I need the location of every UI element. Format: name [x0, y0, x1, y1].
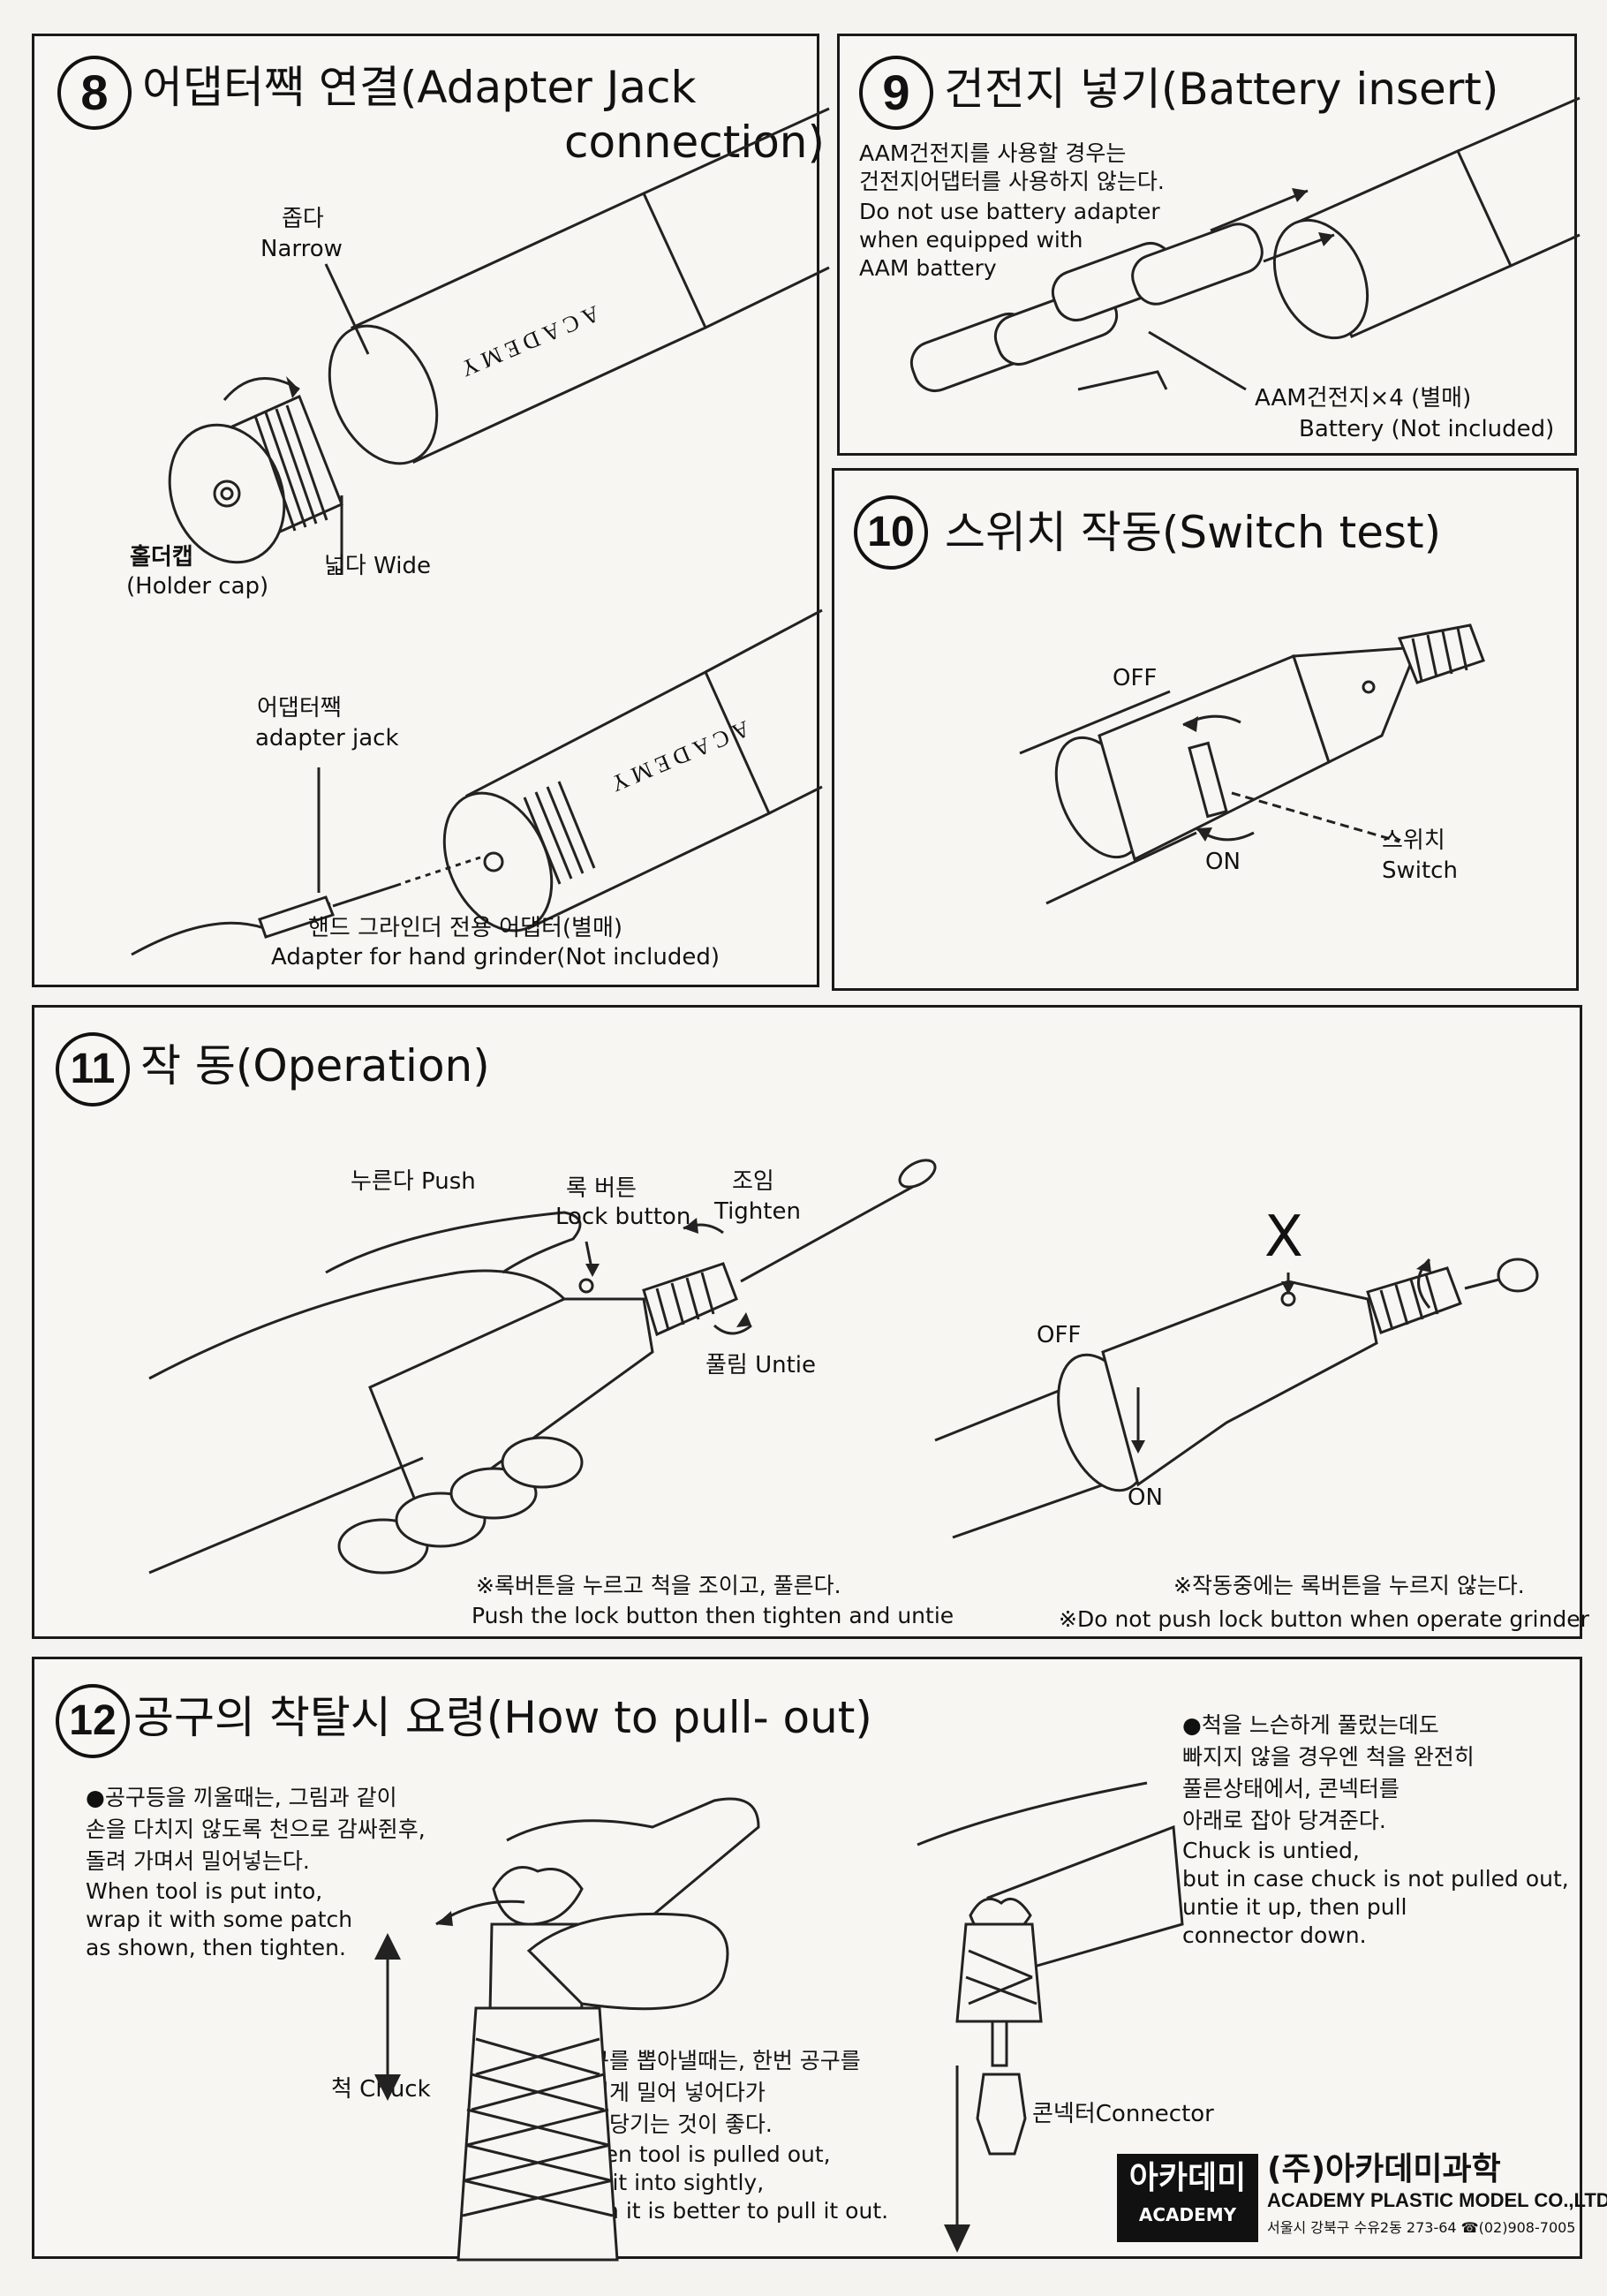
step-number: 9 [859, 56, 933, 130]
right-text-ko-4: 아래로 잡아 당겨준다. [1182, 1808, 1386, 1833]
label-untie: 풀림 Untie [705, 1352, 817, 1378]
academy-logo: 아카데미 ACADEMY [1117, 2154, 1258, 2242]
label-tighten-en: Tighten [714, 1198, 801, 1225]
label-holder-en: (Holder cap) [126, 573, 269, 600]
panel-title-line2: connection) [564, 117, 825, 168]
label-lock-en: Lock button [555, 1204, 691, 1230]
label-push: 누른다 Push [351, 1168, 476, 1195]
step-number: 10 [854, 495, 928, 570]
logo-ko: 아카데미 [1128, 2160, 1247, 2196]
company-address: 서울시 강북구 수유2동 273-64 ☎(02)908-7005 [1267, 2219, 1576, 2236]
logo-en: ACADEMY [1138, 2204, 1237, 2225]
label-x: X [1264, 1205, 1303, 1270]
right-text-en-3: untie it up, then pull [1182, 1894, 1407, 1920]
note-ko-2: 건전지어댑터를 사용하지 않는다. [859, 169, 1165, 194]
panel-battery-insert: 9 건전지 넣기(Battery insert) AAM건전지를 사용할 경우는… [837, 34, 1581, 456]
note-en-1: Do not use battery adapter [859, 199, 1160, 224]
panel-title: 공구의 착탈시 요령(How to pull- out) [133, 1692, 872, 1743]
right-text-en-1: Chuck is untied, [1182, 1838, 1360, 1863]
label-off: OFF [1113, 665, 1158, 691]
panel-operation: 11 작 동(Operation) [32, 1005, 1589, 1639]
panel-title: 건전지 넣기(Battery insert) [944, 64, 1499, 115]
label-on: ON [1205, 849, 1241, 875]
step-number: 8 [57, 56, 132, 130]
label-jack-en: adapter jack [255, 725, 399, 751]
operation-illustration [148, 1159, 1539, 1575]
label-adapter-ko: 핸드 그라인더 전용 어댑터(별매) [308, 915, 623, 941]
switch-illustration [1019, 623, 1485, 905]
label-wide: 넓다 Wide [324, 553, 431, 579]
adapter-jack-illustration [131, 107, 830, 956]
right-text-ko-1: ●척을 느슨하게 풀렀는데도 [1182, 1712, 1439, 1738]
label-adapter-en: Adapter for hand grinder(Not included) [271, 944, 720, 971]
label-tighten-ko: 조임 [732, 1168, 774, 1195]
panel-title: 스위치 작동(Switch test) [945, 507, 1442, 558]
left-text-en-3: as shown, then tighten. [86, 1935, 346, 1960]
right-text-ko-2: 빠지지 않을 경우엔 척을 완전히 [1182, 1744, 1475, 1770]
panel-switch-test: 10 스위치 작동(Switch test) OFF ON 스위치 Switch [832, 468, 1579, 991]
caption-left-en: Push the lock button then tighten and un… [472, 1603, 954, 1628]
label-switch-ko: 스위치 [1382, 827, 1445, 854]
caption-right-ko: ※작동중에는 록버튼을 누르지 않는다. [1173, 1573, 1525, 1598]
caption-right-en: ※Do not push lock button when operate gr… [1059, 1606, 1589, 1632]
note-ko-1: AAM건전지를 사용할 경우는 [859, 140, 1127, 166]
label-on: ON [1128, 1484, 1163, 1511]
left-text-ko-1: ●공구등을 끼울때는, 그림과 같이 [86, 1785, 397, 1810]
right-text-en-2: but in case chuck is not pulled out, [1182, 1866, 1569, 1892]
panel-pull-out: 12 공구의 착탈시 요령(How to pull- out) ●공구등을 끼울… [32, 1657, 1607, 2262]
label-off: OFF [1037, 1322, 1082, 1348]
label-holder-ko: 홀더캡 [130, 544, 193, 570]
mid-text-en-3: then it is better to pull it out. [569, 2198, 889, 2224]
label-battery-en: Battery (Not included) [1299, 416, 1555, 442]
label-connector: 콘넥터Connector [1032, 2101, 1214, 2127]
right-text-en-4: connector down. [1182, 1922, 1367, 1948]
step-number: 11 [56, 1032, 130, 1106]
company-name-ko: (주)아카데미과학 [1267, 2151, 1501, 2187]
left-text-en-2: wrap it with some patch [86, 1907, 353, 1932]
left-text-en-1: When tool is put into, [86, 1878, 323, 1904]
note-en-2: when equipped with [859, 227, 1083, 253]
label-narrow-en: Narrow [260, 236, 343, 262]
battery-illustration [909, 96, 1581, 392]
caption-left-ko: ※록버튼을 누르고 척을 조이고, 풀른다. [476, 1573, 841, 1598]
company-name-en: ACADEMY PLASTIC MODEL CO.,LTD. [1267, 2189, 1607, 2211]
left-text-ko-3: 돌려 가며서 밀어넣는다. [86, 1848, 310, 1874]
panel-title: 어댑터짹 연결(Adapter Jack [142, 62, 697, 113]
right-text-ko-3: 풀른상태에서, 콘넥터를 [1182, 1776, 1400, 1801]
left-text-ko-2: 손을 다치지 않도록 천으로 감싸쥔후, [86, 1816, 426, 1842]
pull-out-illustration [374, 1781, 1184, 2262]
step-number: 12 [56, 1684, 130, 1758]
panel-title: 작 동(Operation) [140, 1040, 490, 1091]
label-lock-ko: 록 버튼 [566, 1175, 638, 1202]
note-en-3: AAM battery [859, 255, 997, 281]
label-battery-ko: AAM건전지×4 (별매) [1255, 385, 1472, 412]
label-switch-en: Switch [1382, 857, 1458, 884]
label-jack-ko: 어댑터짹 [257, 695, 342, 721]
panel-adapter-jack: 8 어댑터짹 연결(Adapter Jack connection) [32, 34, 830, 987]
label-narrow-ko: 좁다 [282, 206, 324, 232]
